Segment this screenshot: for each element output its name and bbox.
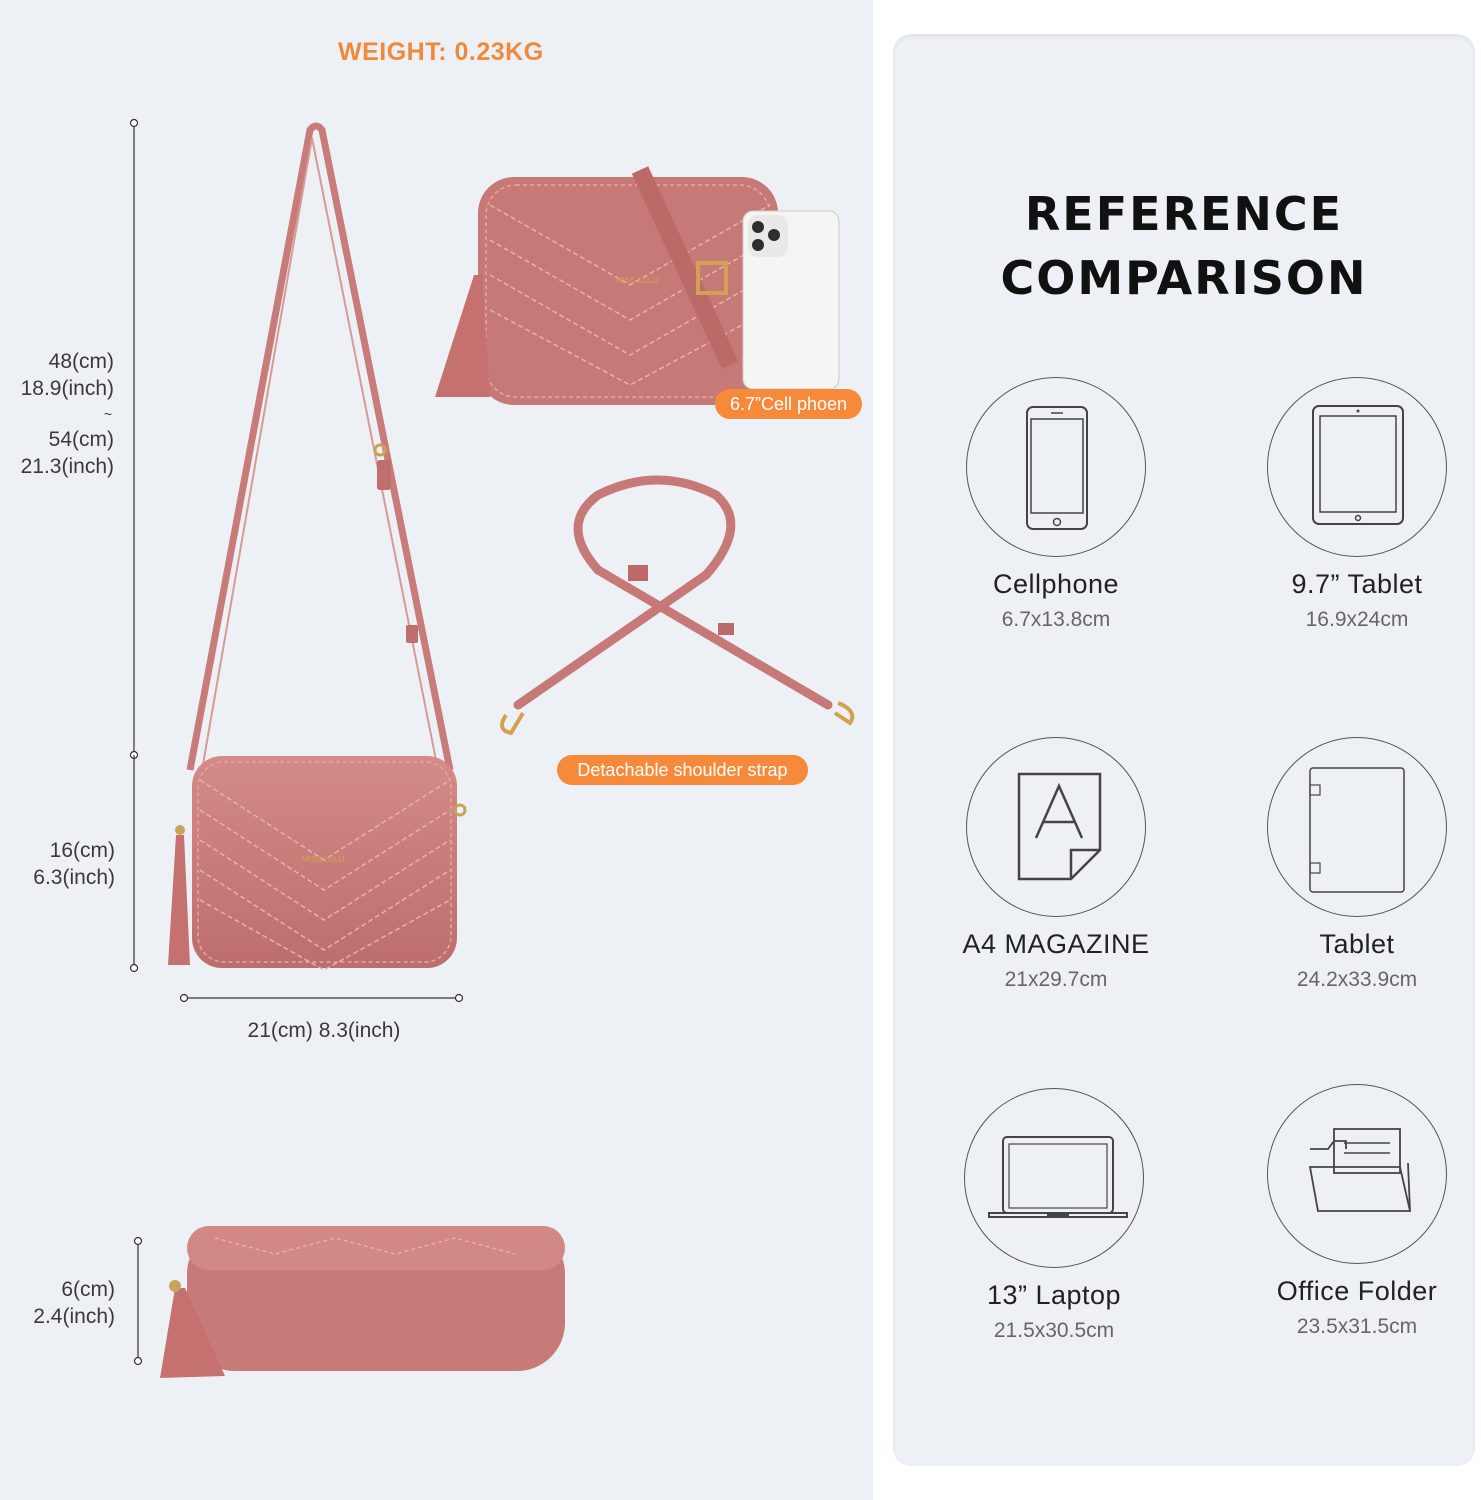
laptop-icon-circle [964, 1088, 1144, 1268]
svg-text:MISS LULU: MISS LULU [616, 276, 658, 285]
folder-icon [1308, 1128, 1412, 1212]
item-size: 24.2x33.9cm [1296, 968, 1418, 991]
weight-label: WEIGHT: 0.23KG [338, 38, 544, 66]
width-label: 21(cm) 8.3(inch) [247, 1019, 401, 1042]
item-size: 21.5x30.5cm [993, 1319, 1115, 1342]
item-name: A4 MAGAZINE [962, 929, 1150, 959]
item-size: 21x29.7cm [1004, 968, 1108, 991]
dimension-lines [129, 118, 464, 1366]
cellphone-badge: 6.7”Cell phoen [715, 389, 862, 419]
bag-side-view-image [160, 1226, 565, 1378]
item-name: Tablet [1319, 929, 1395, 959]
binder-icon [1309, 767, 1405, 893]
height-label: 16(cm) 6.3(inch) [0, 837, 115, 891]
strap-range-tilde: ~ [103, 406, 112, 422]
strap-max-inch: 21.3(inch) [20, 455, 114, 478]
laptop-icon [988, 1136, 1128, 1218]
reference-title: REFERENCE COMPARISON [893, 182, 1475, 310]
item-size: 6.7x13.8cm [1001, 608, 1111, 631]
title-line-1: REFERENCE [1024, 187, 1344, 241]
phone-icon-circle [966, 377, 1146, 557]
reference-item-cellphone: Cellphone 6.7x13.8cm [926, 377, 1186, 632]
title-line-2: COMPARISON [1000, 251, 1368, 305]
item-name: 13” Laptop [986, 1280, 1122, 1310]
brand-logo: MISS LULU [302, 855, 344, 864]
height-cm: 16(cm) [49, 839, 115, 862]
tablet-icon [1312, 405, 1404, 525]
item-name: Office Folder [1276, 1276, 1438, 1306]
strap-max-cm: 54(cm) [48, 428, 114, 451]
reference-item-tablet-9-7: 9.7” Tablet 16.9x24cm [1227, 377, 1481, 632]
phone-icon [1026, 406, 1088, 530]
reference-item-a4-magazine: A4 MAGAZINE 21x29.7cm [926, 737, 1186, 992]
detachable-strap-image [500, 475, 855, 736]
strap-min-inch: 18.9(inch) [20, 377, 114, 400]
depth-label: 6(cm) 2.4(inch) [0, 1276, 115, 1330]
tablet-icon-circle [1267, 377, 1447, 557]
strap-length-label: 48(cm) 18.9(inch) ~ 54(cm) 21.3(inch) [0, 348, 114, 480]
item-name: Cellphone [992, 569, 1120, 599]
strap-badge: Detachable shoulder strap [557, 755, 808, 785]
bag-with-phone-image: MISS LULU [435, 166, 840, 405]
reference-item-office-folder: Office Folder 23.5x31.5cm [1227, 1084, 1481, 1339]
a4-icon-circle [966, 737, 1146, 917]
product-dimensions-panel: WEIGHT: 0.23KG 48(cm) 18.9(inch) ~ 54(cm… [0, 38, 862, 1378]
item-size: 16.9x24cm [1305, 608, 1409, 631]
crossbody-bag-front-image: MISS LULU [168, 122, 467, 971]
item-name: 9.7” Tablet [1291, 569, 1423, 599]
height-inch: 6.3(inch) [33, 866, 115, 889]
folder-icon-circle [1267, 1084, 1447, 1264]
strap-min-cm: 48(cm) [48, 350, 114, 373]
a4-document-icon [1017, 772, 1102, 881]
reference-item-tablet: Tablet 24.2x33.9cm [1227, 737, 1481, 992]
reference-card: REFERENCE COMPARISON Cellphone 6.7x13.8c… [893, 34, 1475, 1466]
depth-cm: 6(cm) [61, 1278, 115, 1301]
binder-icon-circle [1267, 737, 1447, 917]
reference-item-laptop: 13” Laptop 21.5x30.5cm [924, 1088, 1184, 1343]
reference-comparison-panel: REFERENCE COMPARISON Cellphone 6.7x13.8c… [873, 0, 1481, 1500]
depth-inch: 2.4(inch) [33, 1305, 115, 1328]
item-size: 23.5x31.5cm [1296, 1315, 1418, 1338]
